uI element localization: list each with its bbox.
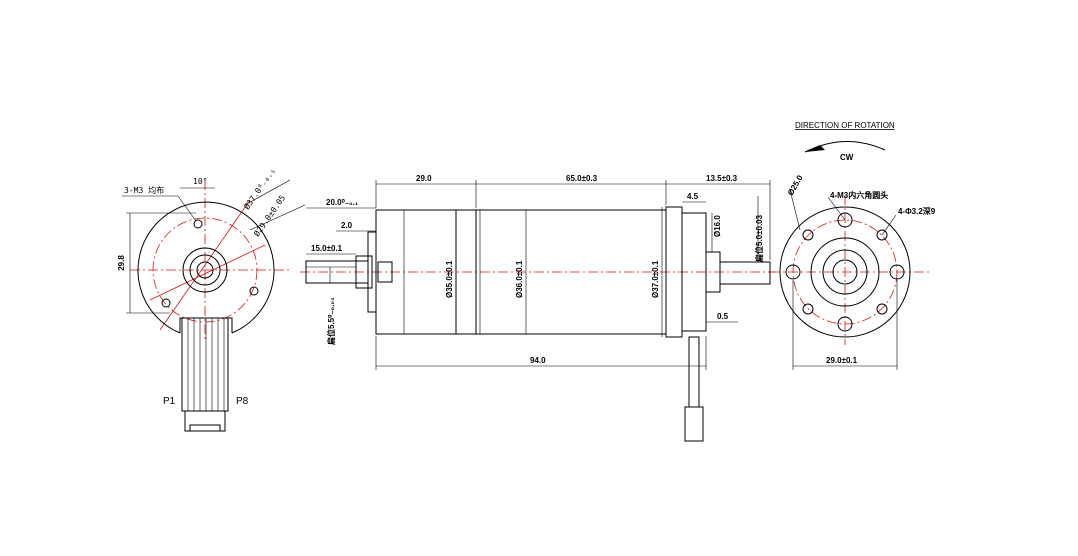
width-label: 29.0±0.1: [826, 356, 858, 365]
small-step-label: 4.5: [687, 192, 699, 201]
rear-flat-label: 扁位5.0±0.03: [754, 214, 764, 262]
mount-hole-1: [193, 219, 203, 229]
dia-b-label: Ø36.0±0.1: [515, 260, 524, 298]
mount-hole-2: [249, 286, 259, 296]
hex-leader: [827, 196, 846, 221]
diagonal-centerline: [159, 199, 251, 331]
pcd-leader: [249, 204, 306, 231]
holes-label: 3-M3 均布: [124, 185, 164, 195]
total-label: 94.0: [530, 356, 546, 365]
height-label: 29.8: [117, 255, 126, 271]
shaft-circle: [832, 259, 858, 285]
hex-hole-bottom: [837, 316, 853, 332]
boss-ring: [822, 249, 868, 295]
mount-hole-tr: [876, 229, 888, 241]
gap-label: 0.5: [717, 312, 729, 321]
bearing-ring: [189, 254, 221, 286]
rear-cable: [688, 336, 700, 408]
mount-hole-br: [876, 303, 888, 315]
flat-len-label: 15.0±0.1: [311, 244, 343, 253]
connector: [184, 410, 226, 432]
pcd-circle: [792, 219, 898, 325]
hex-hole-top: [837, 212, 853, 228]
hex-hole-left: [785, 264, 801, 280]
hex-holes-label: 4-M3内六角圆头: [830, 190, 888, 200]
outer-housing: [779, 206, 911, 338]
pin1-label: P1: [163, 396, 176, 407]
dia-a-label: Ø35.0±0.1: [445, 260, 454, 298]
shaft-collar: [355, 255, 373, 289]
outer-housing: [137, 201, 275, 334]
side-view: 29.0 65.0±0.3 13.5±0.3 4.5 20.0⁰₋₀.₁ 2.0…: [300, 174, 775, 442]
left-end-view: 29.8 10° 3-M3 均布 Ø37.0⁰₋₀.₁ Ø29.0±0.05 P…: [117, 166, 306, 432]
outer-dia-leader: [244, 179, 291, 206]
seg3-label: 13.5±0.3: [706, 174, 738, 183]
step-label: 2.0: [341, 221, 353, 230]
rotation-title: DIRECTION OF ROTATION: [795, 121, 895, 130]
flat-label: 扁位5.5⁰₋₀.₀₃: [326, 297, 336, 345]
inner-flange: [810, 237, 880, 307]
rear-shaft: [719, 261, 771, 285]
rotation-label: CW: [840, 153, 854, 162]
holes-label: 4-Φ3.2深9: [898, 206, 936, 216]
inner-boss: [182, 247, 228, 293]
seg1-label: 29.0: [416, 174, 432, 183]
connector-pins: [189, 424, 221, 432]
bearing-boss: [377, 261, 393, 283]
pcd-circle: [152, 217, 258, 323]
shaft-circle: [196, 261, 214, 279]
right-end-view: DIRECTION OF ROTATION CW Ø25.0 4-M3内六角圆头…: [770, 121, 936, 370]
hex-hole-right: [889, 264, 905, 280]
mount-hole-3: [161, 298, 171, 308]
angle-label: 10°: [193, 177, 207, 186]
seg2-label: 65.0±0.3: [566, 174, 598, 183]
holes-leader-arrow: [177, 195, 197, 222]
shaft-len-label: 20.0⁰₋₀.₁: [326, 198, 359, 207]
mount-hole-bl: [802, 303, 814, 315]
holes-leader: [881, 214, 897, 236]
pin8-label: P8: [236, 396, 249, 407]
dia-c-label: Ø37.0±0.1: [651, 260, 660, 298]
mount-hole-tl: [802, 229, 814, 241]
rear-connector: [684, 406, 704, 442]
pcd-leader: [789, 189, 801, 231]
arrow-head: [805, 145, 825, 152]
pcd-label: Ø25.0: [786, 173, 805, 197]
diagonal-centerline-2: [149, 244, 266, 301]
shoulder-label: Ø16.0: [713, 215, 722, 237]
